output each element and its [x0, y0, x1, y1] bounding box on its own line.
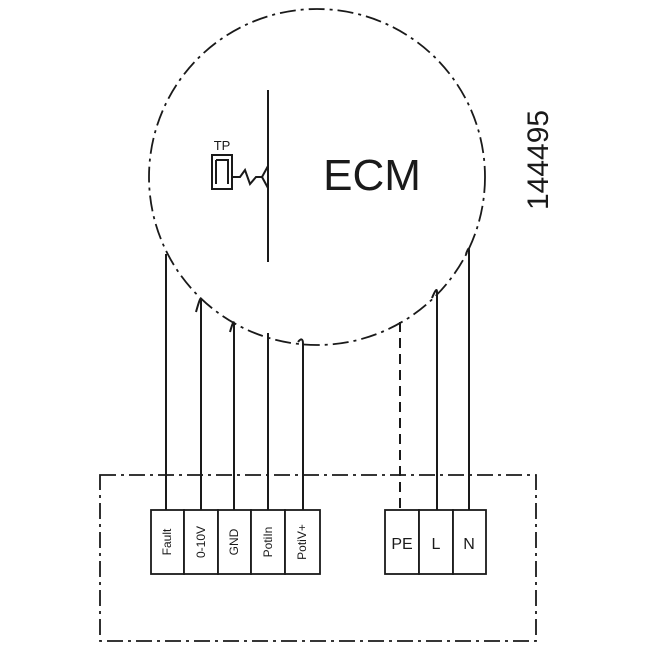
terminal-n [452, 509, 487, 575]
terminal-fault [150, 509, 185, 575]
thermal-protector-box [211, 154, 233, 190]
control-terminal-block: Fault 0-10V GND PotiIn PotiV+ [150, 509, 321, 575]
terminal-label-n: N [463, 536, 475, 553]
terminal-label-pe: PE [391, 536, 412, 553]
terminal-label-potiin: PotiIn [261, 527, 275, 558]
power-wires [399, 247, 470, 510]
drawing-number: 144495 [522, 110, 555, 210]
control-wires [165, 254, 304, 510]
wire-n [465, 247, 470, 510]
motor-boundary [148, 8, 486, 346]
terminal-gnd [217, 509, 252, 575]
wire-potiv-plus [297, 338, 304, 510]
wire-0-10v [195, 297, 202, 510]
motor-label: ECM [323, 151, 421, 200]
terminal-label-potiv-plus: PotiV+ [295, 524, 309, 560]
terminal-label-fault: Fault [160, 528, 174, 555]
terminal-box-boundary [99, 474, 537, 642]
terminal-pe [384, 509, 420, 575]
terminal-label-0-10v: 0-10V [194, 526, 208, 558]
wire-l [431, 289, 438, 510]
power-terminal-block: PE L N [384, 509, 487, 575]
thermal-protector-link [232, 167, 262, 186]
terminal-label-gnd: GND [227, 528, 241, 555]
thermal-protector-symbol: TP [211, 90, 269, 262]
terminal-potiv-plus [284, 509, 321, 575]
terminal-label-l: L [432, 536, 441, 553]
terminal-potiin [250, 509, 286, 575]
terminal-0-10v [183, 509, 219, 575]
wire-gnd [229, 321, 235, 510]
thermal-protector-label: TP [214, 138, 231, 153]
